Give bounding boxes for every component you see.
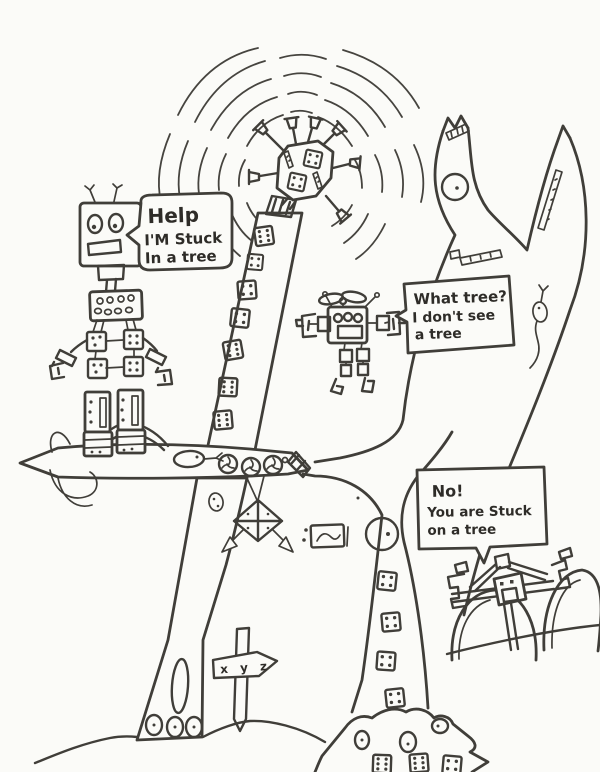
feet [82,428,147,458]
speech-bubble-what-tree: What tree? I don't see a tree [394,274,516,355]
right-claw [550,546,574,591]
trunk-base-ovals [144,713,204,739]
legs [83,388,145,434]
bubble-text-line: What tree? [413,287,507,308]
spider-body [275,139,335,202]
right-arm [141,336,174,387]
left-arm [48,338,89,381]
bark-strip-low [449,249,503,266]
bubble-text-line: In a tree [145,247,217,267]
robot-mouth [500,586,520,604]
propeller [317,290,368,309]
signpost: x y z [211,626,279,733]
plank-branch [18,421,312,553]
sign-label: x y z [220,659,272,677]
sign-post [232,626,251,733]
wheel-robot [446,546,600,662]
standing-robot [48,183,174,458]
bark-strip-right [537,169,563,231]
bubble-text-line: I'M Stuck [144,229,223,250]
bubble-text-line: I don't see [412,308,495,327]
vine [49,431,98,507]
bubble-text-line: No! [432,481,464,501]
speech-bubble-help: Help I'M Stuck In a tree [125,191,234,272]
tree-knot-upper [440,172,470,202]
sign-arrow [211,650,279,680]
right-tree [301,114,588,714]
robot-mouth [336,324,364,340]
hip-joints [85,328,145,380]
small-snake [529,284,549,369]
propeller-robot [294,290,407,396]
tree-knot-lower [364,516,400,552]
trunk-plaque [302,523,349,549]
bubble-text-line: Help [147,203,199,229]
center-post [502,601,520,652]
chest-dots [93,294,135,316]
bubble-text-line: a tree [415,326,462,344]
center-trunk-right-edge [400,430,454,710]
bubble-text-line: You are Stuck [426,503,533,521]
trunk-oval-patch [208,492,224,512]
branch-bolt [286,450,312,479]
root-mass [313,707,490,772]
spider-robot [247,115,362,225]
legs [329,342,376,396]
left-arm [294,312,332,339]
bark-strip-top [445,123,470,141]
left-claw [446,560,470,610]
left-branch-tip [441,114,470,133]
spider-hatch-strips [283,150,323,190]
spider-web [157,47,425,260]
robot-mouth [86,238,123,257]
kite-ornament [221,475,294,553]
top-frame [468,552,549,593]
robot-chest [88,288,144,323]
bubble-text-line: on a tree [427,522,496,539]
ground [33,623,600,765]
trunk-slit [170,657,190,715]
antennae [84,183,123,208]
antennae [325,295,376,308]
speech-bubble-no: No! You are Stuck on a tree [415,465,549,565]
